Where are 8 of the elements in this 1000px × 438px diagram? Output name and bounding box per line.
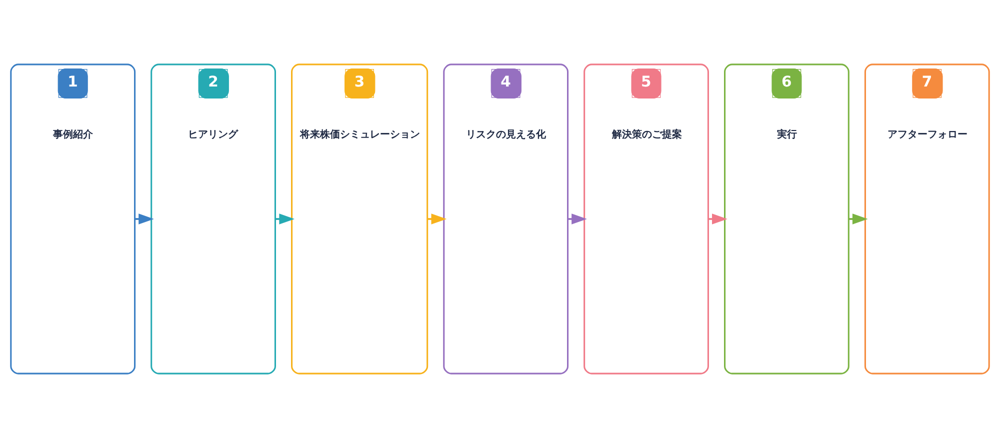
node-box: 1 事例紹介 <box>10 64 136 374</box>
node-box: 2 ヒアリング <box>150 64 276 374</box>
arrow <box>427 214 447 224</box>
node-box: 4 リスクの見える化 <box>443 64 569 374</box>
node-box: 6 実行 <box>724 64 850 374</box>
node-box: 5 解決策のご提案 <box>584 64 709 374</box>
node-box: 3 将来株価シミュレーション <box>291 64 428 374</box>
node-box: 7 アフターフォロー <box>864 64 990 374</box>
